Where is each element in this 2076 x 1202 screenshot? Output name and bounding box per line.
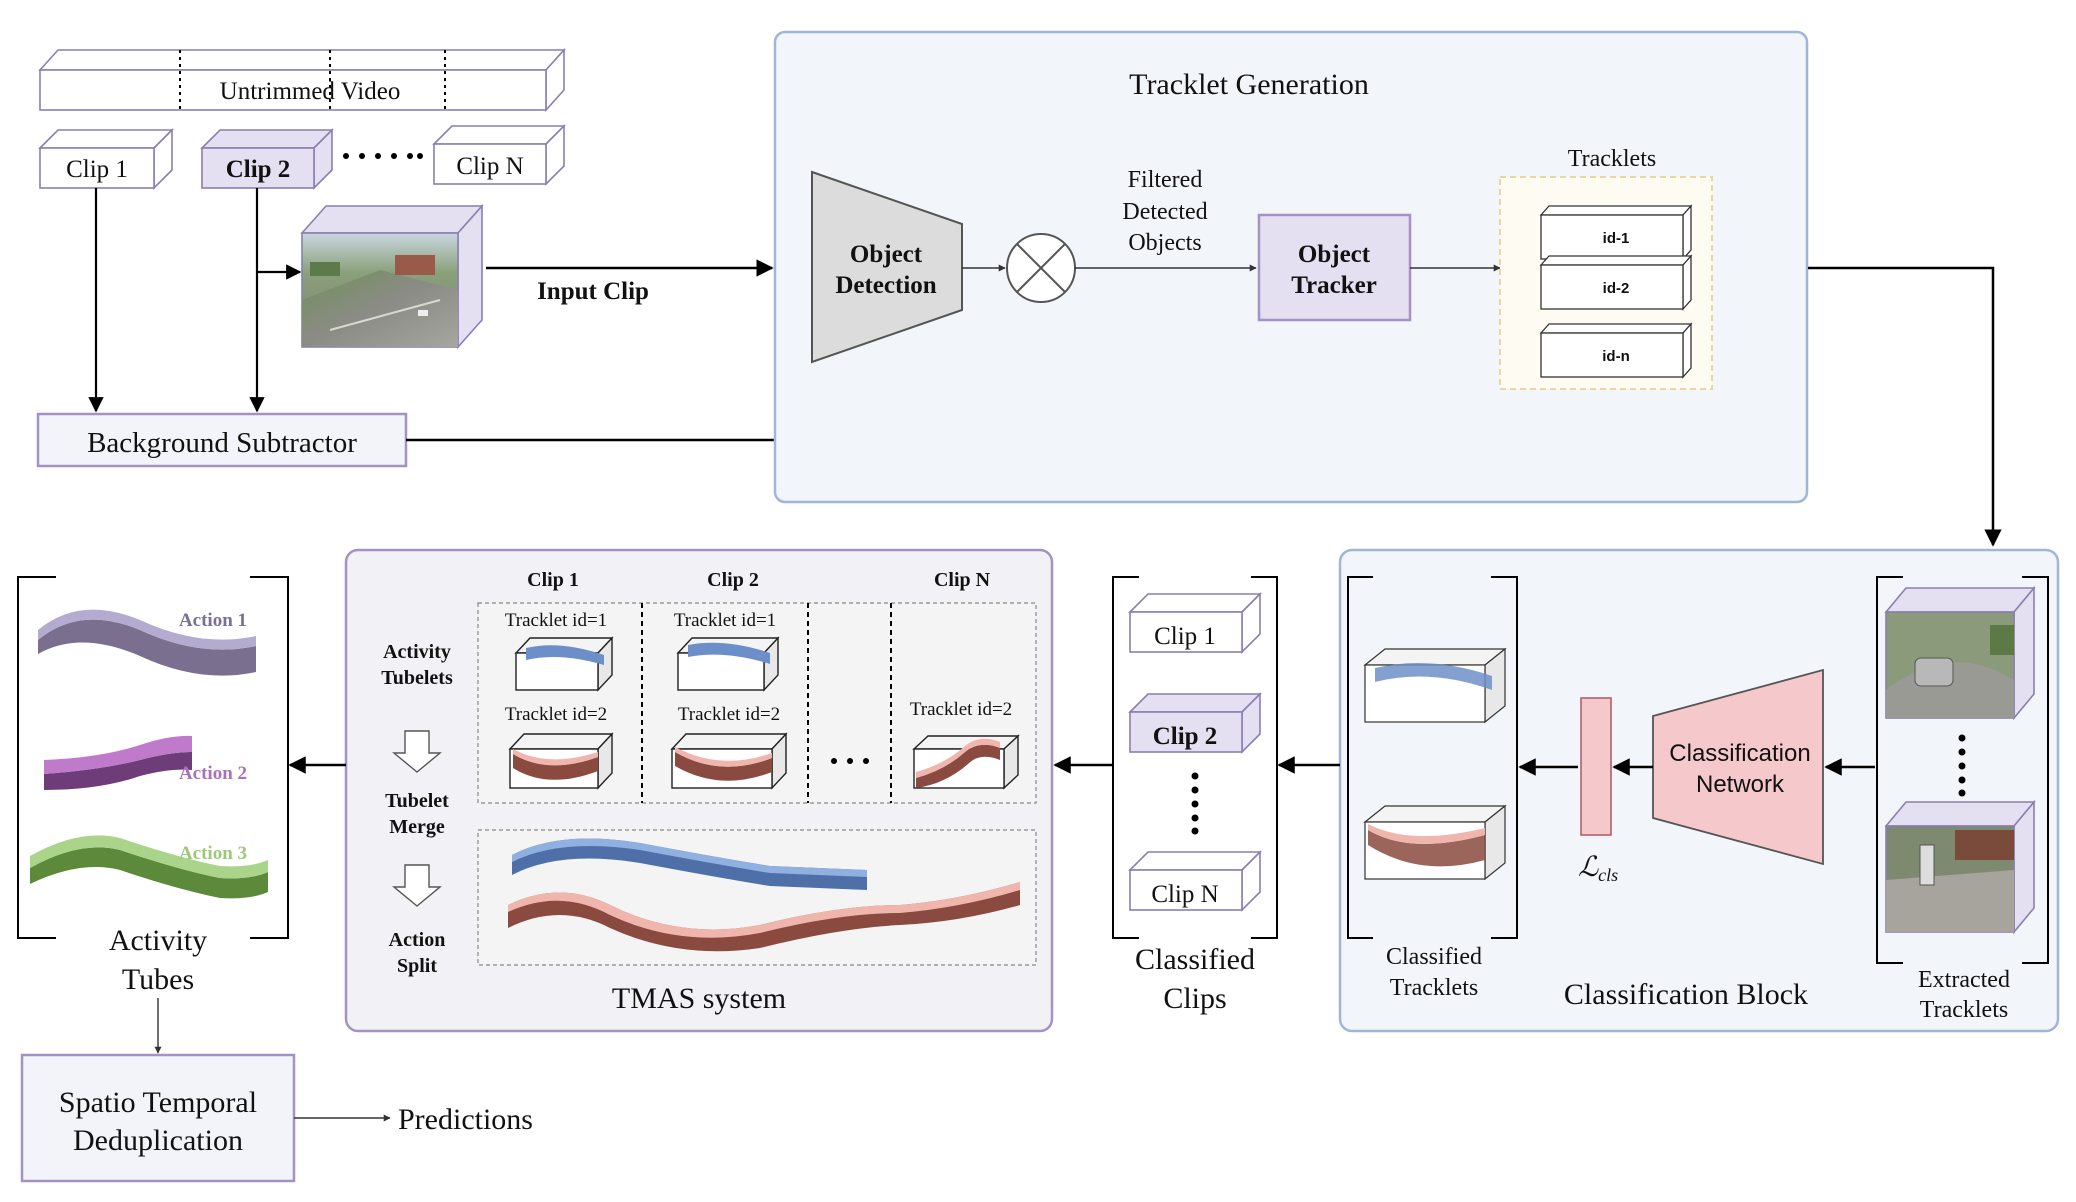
- clip-n-box: Clip N: [432, 124, 566, 186]
- untrimmed-video-label: Untrimmed Video: [220, 78, 401, 105]
- tmas-ellipsis: [831, 758, 869, 764]
- loss-label: ℒcls: [1578, 852, 1618, 885]
- multiply-operator: [1006, 233, 1076, 303]
- action-2-tube: [44, 735, 192, 790]
- filtered-label-3: Objects: [1128, 230, 1201, 256]
- clip-2-box: Clip 2: [200, 128, 334, 190]
- tracklet-id-1: id-1: [1539, 204, 1693, 261]
- background-subtractor-label: Background Subtractor: [87, 427, 357, 459]
- tracklet-id-2: id-2: [1539, 254, 1693, 311]
- merged-tube-red: [508, 882, 1020, 952]
- classification-network-trapezoid: [1652, 668, 1824, 866]
- tmas-panel: TMAS system Activity Tubelets Tubelet Me…: [344, 548, 1054, 1033]
- action-2-label: Action 2: [179, 763, 247, 784]
- svg-text:id-2: id-2: [1603, 280, 1630, 297]
- classified-tracklets-bracket: [1347, 576, 1518, 939]
- clip-1-box: Clip 1: [38, 128, 174, 190]
- extracted-tracklets-bracket: [1876, 576, 2049, 964]
- classified-clips-label-2: Clips: [1163, 982, 1226, 1015]
- filtered-label-2: Detected: [1122, 199, 1207, 225]
- tmas-clipn-header: Clip N: [934, 569, 991, 591]
- extracted-tracklet-image-1: [1884, 585, 2036, 721]
- tracklets-title: Tracklets: [1568, 146, 1656, 172]
- tmas-c2-tracklet2: Tracklet id=2: [678, 704, 780, 725]
- extracted-tracklets-label-2: Tracklets: [1920, 997, 2008, 1023]
- down-arrow-1: [392, 730, 442, 773]
- activity-tubes-label-1: Activity: [109, 924, 207, 957]
- background-subtractor: Background Subtractor: [36, 412, 408, 468]
- action-3-label: Action 3: [179, 843, 247, 864]
- step-activity-tubelets-1: Activity: [383, 641, 451, 663]
- svg-text:id-1: id-1: [1603, 230, 1630, 247]
- untrimmed-video: Untrimmed Video: [38, 47, 566, 113]
- classification-block-panel: Classification Block Extracted: [1338, 548, 2060, 1033]
- dedup-label-2: Deduplication: [73, 1124, 243, 1157]
- classified-clip-n-label: Clip N: [1151, 881, 1218, 908]
- tmas-c1-tracklet1: Tracklet id=1: [505, 610, 607, 631]
- step-action-split-2: Split: [397, 955, 437, 977]
- object-tracker-label-1: Object: [1298, 241, 1371, 268]
- input-clip-label: Input Clip: [537, 278, 649, 305]
- svg-text:id-n: id-n: [1602, 348, 1630, 365]
- object-tracker-box: [1257, 213, 1412, 322]
- tmas-c1-box1: [514, 636, 614, 692]
- classification-block-title: Classification Block: [1564, 978, 1808, 1011]
- step-activity-tubelets-2: Tubelets: [381, 667, 453, 689]
- tracklet-generation-title: Tracklet Generation: [1129, 68, 1369, 101]
- object-tracker-label-2: Tracker: [1291, 272, 1377, 299]
- tmas-cn-tracklet2: Tracklet id=2: [910, 699, 1012, 720]
- action-1-tube: [38, 609, 256, 676]
- classified-tracklet-blue: [1363, 647, 1507, 724]
- clip-2-label: Clip 2: [226, 156, 291, 183]
- classified-tracklet-red: [1363, 804, 1507, 881]
- dedup-box: Spatio Temporal Deduplication: [20, 1053, 296, 1183]
- object-detection-trapezoid: [811, 170, 963, 364]
- arrow-to-classification: [1808, 266, 2002, 547]
- step-action-split-1: Action: [389, 929, 446, 951]
- vertical-dots: [1958, 734, 1966, 797]
- object-detection-label-2: Detection: [835, 272, 936, 299]
- activity-tubes: Action 1 Action 2 Action 3 Activity Tube…: [17, 576, 289, 996]
- classification-network-label-1: Classification: [1669, 740, 1810, 767]
- input-clip-image: [300, 203, 484, 350]
- classification-network-label-2: Network: [1696, 771, 1785, 798]
- action-3-tube: [30, 835, 268, 899]
- classified-clip-2-label: Clip 2: [1153, 723, 1218, 750]
- tmas-c2-box1: [676, 636, 780, 692]
- tracklet-generation-panel: Tracklet Generation Object Detection Fil…: [773, 30, 1809, 504]
- ellipsis-dots: [343, 153, 423, 159]
- tracklet-id-n: id-n: [1539, 322, 1693, 379]
- tmas-cn-box: [912, 734, 1020, 790]
- step-tubelet-merge-1: Tubelet: [385, 790, 449, 812]
- clip-1-label: Clip 1: [66, 156, 128, 183]
- clip-n-label: Clip N: [456, 153, 523, 180]
- extracted-tracklets-label-1: Extracted: [1918, 967, 2010, 993]
- step-tubelet-merge-2: Merge: [389, 816, 445, 838]
- extracted-tracklet-image-2: [1884, 799, 2036, 935]
- action-1-label: Action 1: [179, 610, 247, 631]
- classified-tracklets-label-1: Classified: [1386, 944, 1482, 970]
- loss-layer: [1580, 697, 1612, 836]
- classified-clip-1-label: Clip 1: [1154, 623, 1216, 650]
- filtered-label-1: Filtered: [1128, 167, 1203, 193]
- dedup-label-1: Spatio Temporal: [59, 1086, 257, 1119]
- object-detection-label-1: Object: [850, 241, 923, 268]
- tmas-c1-tracklet2: Tracklet id=2: [505, 704, 607, 725]
- tmas-c2-tracklet1: Tracklet id=1: [674, 610, 776, 631]
- down-arrow-2: [392, 864, 442, 907]
- predictions-label: Predictions: [398, 1103, 533, 1136]
- classified-clips: Clip 1 Clip 2 Clip N Classified Clips: [1112, 576, 1278, 1015]
- classified-clips-label-1: Classified: [1135, 943, 1255, 976]
- tmas-clip2-header: Clip 2: [707, 569, 759, 591]
- merged-tube-blue: [512, 838, 867, 890]
- tmas-title: TMAS system: [612, 982, 786, 1015]
- tmas-c2-box2: [670, 732, 788, 790]
- tmas-clip1-header: Clip 1: [527, 569, 579, 591]
- tmas-c1-box2: [508, 732, 614, 790]
- activity-tubes-label-2: Tubes: [122, 963, 194, 996]
- classified-tracklets-label-2: Tracklets: [1390, 975, 1478, 1001]
